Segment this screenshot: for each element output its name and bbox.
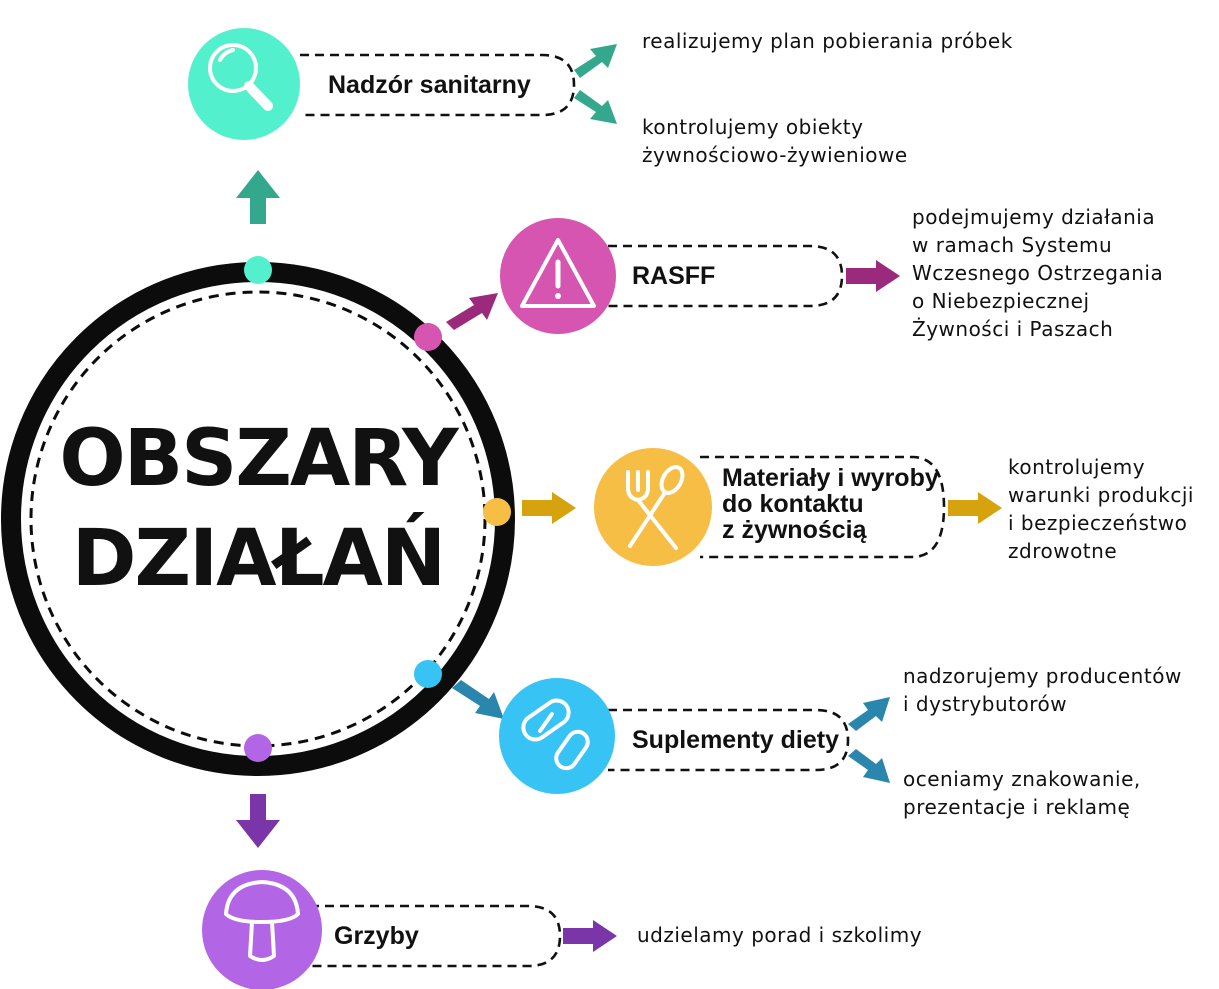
connector-dot	[414, 660, 442, 688]
label-bracket	[700, 455, 946, 559]
node-label: Nadzór sanitarny	[328, 71, 531, 99]
arrow-down	[236, 794, 280, 848]
arrow-branch-down	[574, 90, 617, 124]
title-line-1: OBSZARY	[59, 414, 460, 504]
warning-triangle-icon	[520, 238, 596, 308]
node-suplementy: Suplementy diety nadzorujemy producentów…	[414, 660, 1189, 819]
arrow-diagonal	[446, 293, 498, 330]
label-bracket	[608, 708, 850, 772]
description: udzielamy porad i szkolimy	[637, 923, 922, 947]
connector-dot	[414, 323, 442, 351]
arrow-diagonal	[452, 680, 504, 719]
description: nadzorujemy producentów i dystrybutorów	[903, 664, 1189, 716]
arrow-branch-up	[574, 44, 617, 78]
node-label: Grzyby	[334, 922, 419, 950]
description: kontrolujemy warunki produkcji i bezpiec…	[1008, 455, 1201, 563]
label-bracket	[608, 244, 844, 308]
connector-dot	[244, 734, 272, 762]
arrow-branch-down	[848, 749, 890, 783]
description: kontrolujemy obiekty żywnościowo-żywieni…	[642, 115, 908, 167]
description: podejmujemy działania w ramach Systemu W…	[912, 205, 1170, 341]
node-grzyby: Grzyby udzielamy porad i szkolimy	[202, 734, 922, 989]
mushroom-icon	[224, 880, 300, 962]
node-label: RASFF	[632, 262, 715, 290]
description: realizujemy plan pobierania próbek	[642, 29, 1013, 53]
connector-dot	[244, 256, 272, 284]
node-materialy: Materiały i wyroby do kontaktu z żywnośc…	[483, 448, 1201, 566]
arrow-up	[236, 170, 280, 224]
node-nadzor-sanitarny: Nadzór sanitarny realizujemy plan pobier…	[188, 28, 1013, 284]
label-bracket	[300, 53, 576, 117]
arrow-right	[522, 492, 576, 524]
arrow-right	[948, 492, 1002, 524]
node-rasff: RASFF podejmujemy działania w ramach Sys…	[414, 205, 1170, 351]
node-circle	[202, 870, 322, 989]
node-label: Materiały i wyroby do kontaktu z żywnośc…	[722, 464, 946, 544]
node-label: Suplementy diety	[632, 726, 839, 754]
node-circle	[594, 448, 712, 566]
arrow-right	[563, 920, 617, 952]
title-line-2: DZIAŁAŃ	[72, 512, 444, 604]
magnifier-icon	[208, 43, 273, 111]
pills-icon	[521, 698, 590, 771]
node-circle	[188, 28, 300, 140]
arrow-right	[846, 260, 900, 292]
label-bracket	[310, 904, 562, 968]
node-circle	[499, 678, 615, 794]
arrow-branch-up	[848, 697, 890, 731]
connector-dot	[483, 498, 511, 526]
fork-spoon-icon	[626, 465, 685, 550]
description: oceniamy znakowanie, prezentacje i rekla…	[903, 767, 1148, 819]
